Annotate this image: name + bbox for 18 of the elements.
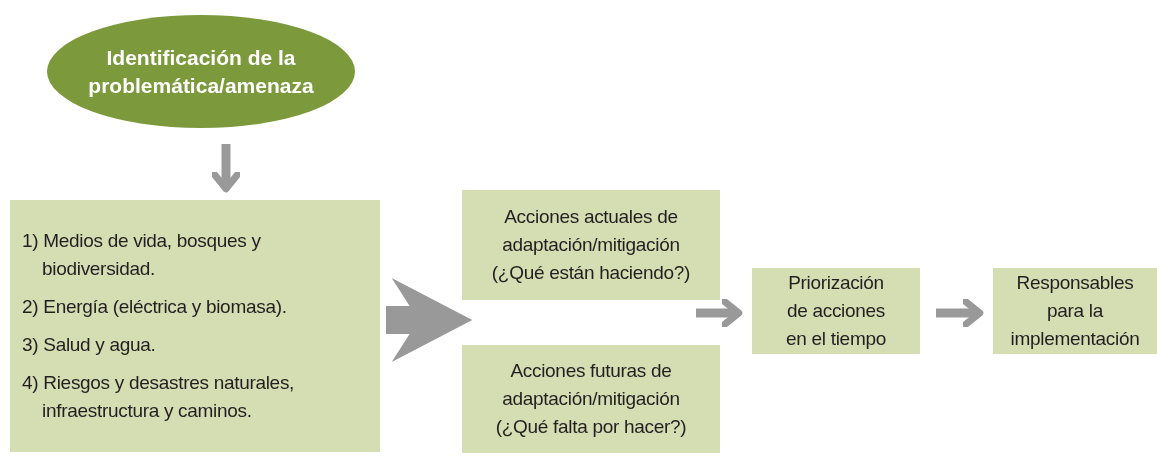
node-text: Acciones actuales de adaptación/mitigación (¿Qué están haciendo?) xyxy=(490,205,692,285)
process-box xyxy=(462,190,720,300)
process-box xyxy=(10,200,380,452)
list-item: 3) Salud y agua. xyxy=(22,333,157,357)
arrow xyxy=(696,298,743,328)
process-box xyxy=(462,345,720,453)
node-text: Priorización de acciones en el tiempo xyxy=(785,271,887,351)
list-item: 4) Riesgos y desastres naturales, infraestructura y caminos. xyxy=(22,371,296,423)
list-item: 2) Energía (eléctrica y biomasa). xyxy=(22,295,288,319)
node-text: Responsables para la implementación xyxy=(1010,271,1140,351)
arrow xyxy=(386,277,473,363)
list-item: 1) Medios de vida, bosques y biodiversidad. xyxy=(22,229,262,281)
node-text: Identificación de la problemática/amenaza xyxy=(87,44,315,99)
arrow xyxy=(211,144,241,193)
arrow xyxy=(936,298,984,328)
node-text: Acciones futuras de adaptación/mitigación (¿Qué falta por hacer?) xyxy=(494,359,688,439)
process-box xyxy=(993,268,1157,354)
process-box xyxy=(752,268,920,354)
